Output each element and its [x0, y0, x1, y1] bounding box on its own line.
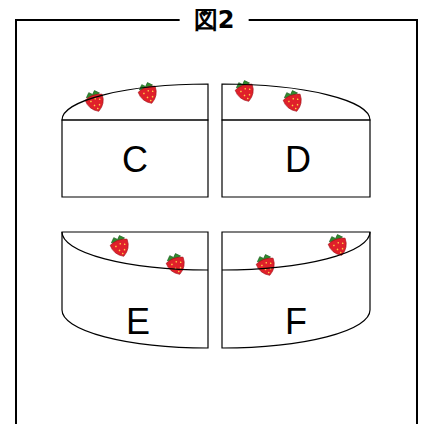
cake-outline: [220, 82, 372, 200]
strawberry: [164, 252, 188, 278]
strawberry-body: [109, 237, 132, 259]
strawberry-seed: [152, 90, 154, 92]
strawberry-seed: [336, 248, 338, 250]
strawberry: [83, 89, 107, 115]
strawberry-seed: [97, 107, 99, 109]
strawberry-seed: [337, 242, 339, 244]
strawberry-seed: [122, 252, 124, 254]
strawberry-seed: [288, 100, 290, 102]
strawberry-seed: [99, 104, 101, 106]
cake-edge: [62, 120, 208, 197]
strawberry: [136, 81, 160, 107]
strawberry-seed: [244, 88, 246, 90]
strawberry: [254, 253, 278, 279]
strawberry-seed: [265, 262, 267, 264]
strawberry-seed: [150, 99, 152, 101]
cake-outline: [60, 82, 210, 200]
cake-edge: [222, 120, 370, 197]
strawberry-seed: [175, 261, 177, 263]
strawberry-seed: [333, 244, 335, 246]
strawberry-seed: [291, 104, 293, 106]
strawberry-seed: [147, 90, 149, 92]
strawberry-seed: [119, 243, 121, 245]
piece-label: D: [285, 142, 311, 178]
strawberry-seed: [178, 270, 180, 272]
strawberry-seed: [115, 245, 117, 247]
strawberry-seed: [124, 249, 126, 251]
strawberry-seed: [297, 98, 299, 100]
strawberry-body: [234, 82, 257, 104]
strawberry-seed: [342, 242, 344, 244]
strawberry-seed: [180, 261, 182, 263]
piece-label: F: [285, 304, 307, 340]
strawberry-seed: [143, 92, 145, 94]
strawberry-seed: [342, 248, 344, 250]
strawberry-seed: [171, 263, 173, 265]
strawberry: [281, 89, 305, 115]
piece-label: C: [122, 142, 148, 178]
strawberry-seed: [90, 100, 92, 102]
strawberry-seed: [249, 88, 251, 90]
strawberry-seed: [292, 98, 294, 100]
strawberry-seed: [240, 90, 242, 92]
strawberry-seed: [124, 243, 126, 245]
cake-edge: [62, 84, 208, 120]
piece-label: E: [126, 304, 150, 340]
strawberry-seed: [93, 104, 95, 106]
cake-edge: [62, 232, 208, 270]
cake-piece: C: [60, 82, 210, 200]
strawberry-seed: [243, 94, 245, 96]
strawberry-body: [84, 92, 107, 114]
strawberries: [83, 79, 350, 279]
cake-piece: D: [220, 82, 372, 200]
strawberry-seed: [247, 97, 249, 99]
strawberry: [108, 234, 132, 260]
figure-title: 図2: [180, 7, 249, 33]
strawberry-seed: [268, 271, 270, 273]
strawberry-body: [282, 92, 305, 114]
strawberry-seed: [146, 96, 148, 98]
frame-border: [16, 20, 417, 424]
strawberry: [326, 233, 350, 259]
cake-edge: [222, 232, 370, 348]
strawberry-seed: [249, 94, 251, 96]
strawberry-seed: [295, 107, 297, 109]
cake-piece: F: [220, 230, 372, 352]
cake-piece: E: [60, 230, 210, 352]
strawberry-seed: [152, 96, 154, 98]
strawberry-seed: [99, 98, 101, 100]
strawberry-body: [165, 255, 188, 277]
strawberry-seed: [180, 267, 182, 269]
strawberry: [233, 79, 257, 105]
cake-edge: [222, 84, 370, 120]
strawberry-seed: [261, 264, 263, 266]
strawberry-seed: [118, 249, 120, 251]
strawberry-seed: [297, 104, 299, 106]
cake-edge: [222, 232, 370, 270]
strawberry-seed: [340, 251, 342, 253]
strawberry-seed: [270, 262, 272, 264]
strawberry-seed: [94, 98, 96, 100]
cake-edge: [62, 232, 208, 348]
